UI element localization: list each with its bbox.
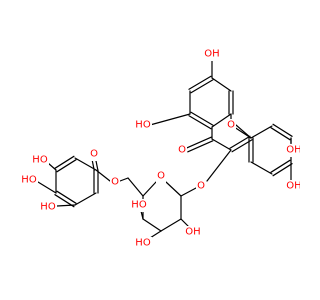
oh-gallate-5-label: HO bbox=[40, 202, 56, 213]
oh-gallate-3-label: HO bbox=[32, 155, 48, 166]
bond-ringO-c2-link bbox=[235, 124, 252, 139]
atom-oh-sugar-2: OH bbox=[184, 226, 202, 239]
bond-g5-oh bbox=[56, 204, 76, 207]
bond-a4-a5 bbox=[211, 113, 232, 128]
ester-o-label: O bbox=[111, 177, 119, 188]
bond-g3-oh bbox=[47, 162, 57, 171]
bond-ringO-s1 bbox=[165, 181, 182, 197]
atom-oh-gallate-4: HO bbox=[20, 174, 38, 187]
bond-b1-b2 bbox=[250, 125, 273, 139]
bond-a3-oh bbox=[149, 113, 191, 126]
atom-glycoside-o: O bbox=[196, 180, 206, 193]
atom-oh-gallate-3: HO bbox=[31, 154, 49, 167]
structure-diagram: OH HO O O OH OH bbox=[20, 48, 300, 250]
oh-chromone-5-label: HO bbox=[135, 120, 151, 131]
bond-g4-oh bbox=[37, 181, 57, 194]
bond-b4-b5-b bbox=[272, 163, 293, 177]
oh-chromone-7-label: OH bbox=[204, 49, 219, 60]
bond-b4-b5-a bbox=[270, 159, 291, 173]
molecule-drawing: OH HO O O OH OH bbox=[20, 48, 300, 250]
bond-c3-c4 bbox=[211, 138, 232, 151]
bond-g2-g3-a bbox=[54, 155, 75, 169]
bond-ch2-ester-o bbox=[119, 177, 129, 182]
atom-sugar-ring-o: O bbox=[156, 170, 166, 183]
oh-sugar-4-label: HO bbox=[131, 200, 147, 211]
bond-c3-glycoside-o bbox=[206, 149, 232, 182]
bond-s5-ringO bbox=[142, 181, 157, 197]
atom-oh-catechol-4: OH bbox=[285, 180, 300, 193]
ester-carbonyl-o-label: O bbox=[90, 149, 98, 160]
bond-s3-oh bbox=[149, 230, 162, 239]
bond-a6-a1 bbox=[211, 77, 232, 92]
atom-oh-catechol-3: OH bbox=[285, 144, 300, 157]
bond-a1-a2-b bbox=[190, 79, 214, 94]
bond-g5-g6 bbox=[74, 192, 97, 206]
bond-b2-b3-b bbox=[272, 123, 293, 137]
atom-oh-sugar-3: HO bbox=[134, 237, 152, 250]
oh-catechol-3-label: OH bbox=[286, 145, 300, 156]
bond-c4-carbonyl-b bbox=[187, 140, 214, 153]
bond-g1-g2 bbox=[74, 157, 97, 171]
glycoside-o-label: O bbox=[197, 181, 205, 192]
bond-s2-s3 bbox=[160, 218, 182, 232]
bond-s5-ch2 bbox=[127, 177, 144, 197]
atom-label-layer: OH HO O O OH OH bbox=[20, 48, 300, 250]
bond-a1-a2-a bbox=[188, 75, 212, 90]
bond-c4-carbonyl-a bbox=[185, 136, 212, 149]
bond-c2-c3-a bbox=[229, 135, 251, 149]
oh-gallate-4-label: HO bbox=[21, 175, 37, 186]
sugar-ring-o-label: O bbox=[157, 171, 165, 182]
ring-o-chromone-label: O bbox=[227, 120, 235, 131]
atom-ester-carbonyl-o: O bbox=[89, 148, 99, 161]
bond-b2-b3-a bbox=[270, 127, 291, 141]
atom-oh-gallate-5: HO bbox=[39, 201, 57, 214]
bond-g4-g5-b bbox=[56, 190, 77, 204]
atom-oh-chromone-5: HO bbox=[134, 119, 152, 132]
oh-sugar-3-label: HO bbox=[135, 238, 151, 249]
bond-s4-oh bbox=[140, 210, 144, 220]
bond-a3-a4-b bbox=[190, 111, 214, 126]
bond-g2-g3-b bbox=[56, 159, 77, 173]
atom-oh-sugar-4: HO bbox=[130, 199, 148, 212]
oh-catechol-4-label: OH bbox=[286, 181, 300, 192]
atom-oh-chromone-7: OH bbox=[203, 48, 221, 61]
carbonyl-o-label: O bbox=[178, 145, 186, 156]
bond-ester-carbonyl-a bbox=[95, 159, 99, 171]
atom-ester-o: O bbox=[110, 176, 120, 189]
oh-sugar-2-label: OH bbox=[185, 227, 200, 238]
bond-layer bbox=[37, 58, 293, 239]
bond-a3-a4-a bbox=[188, 115, 212, 130]
bond-s3-s4 bbox=[142, 218, 162, 232]
bond-glycoside-o-sugar bbox=[180, 187, 197, 197]
atom-carbonyl-o: O bbox=[177, 144, 187, 157]
atom-ring-o-chromone: O bbox=[226, 119, 236, 132]
bond-b5-b6 bbox=[250, 161, 273, 175]
